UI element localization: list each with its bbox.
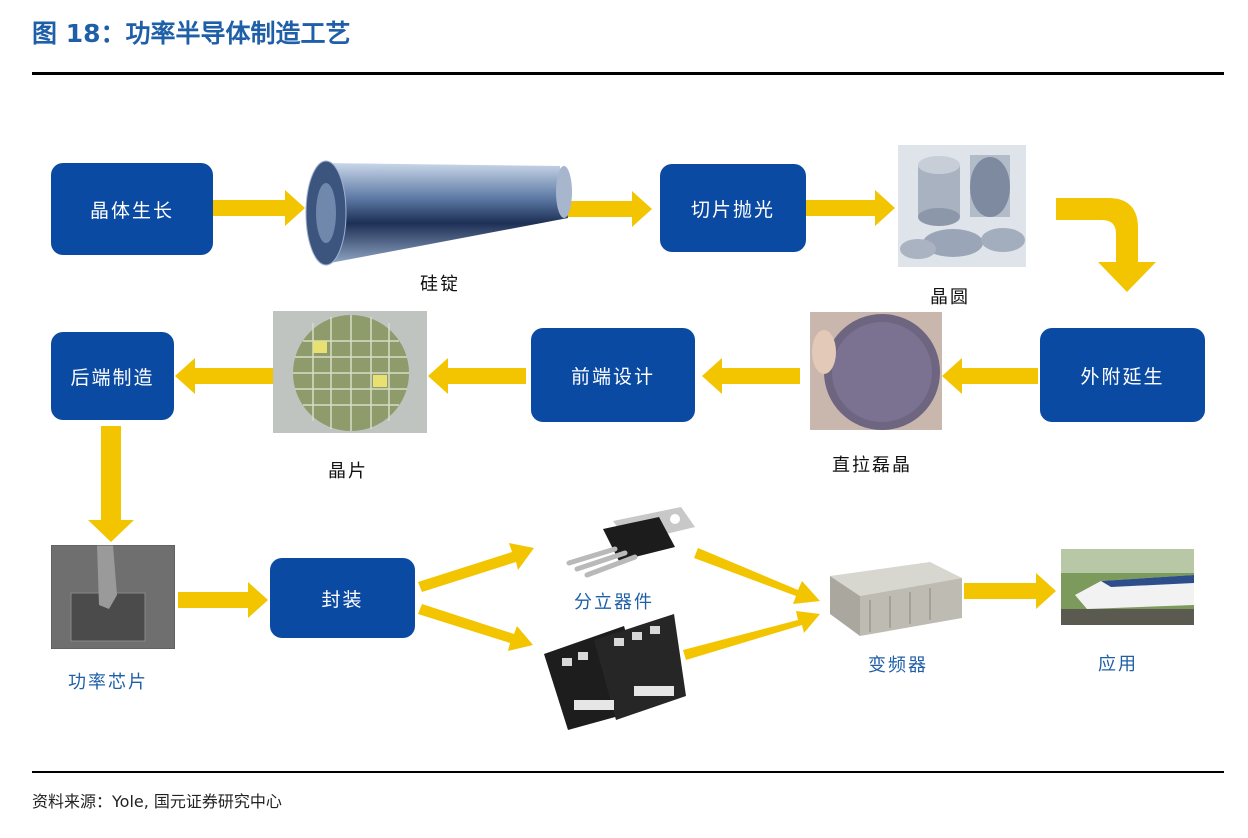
box-slicing-polishing: 切片抛光 — [660, 164, 806, 252]
arrow-frontend-to-die-wafer — [428, 358, 526, 394]
arrow-epi-wafer-to-frontend — [702, 358, 800, 394]
arrow-epitaxy-to-epi-wafer — [942, 358, 1038, 394]
arrow-wafer-to-epitaxy — [1056, 198, 1156, 292]
caption-application: 应用 — [1098, 654, 1138, 675]
bullet-train-image — [1061, 549, 1194, 625]
caption-inverter: 变频器 — [868, 655, 928, 676]
inverter-image — [830, 562, 962, 636]
power-module-image — [544, 614, 686, 730]
arrow-chip-to-packaging — [178, 582, 268, 618]
bottom-rule — [32, 771, 1224, 773]
epi-wafer-image — [810, 312, 942, 430]
source-note: 资料来源：Yole, 国元证券研究中心 — [32, 792, 282, 811]
power-chip-image — [51, 545, 175, 649]
arrow-packaging-to-module — [418, 604, 533, 651]
caption-power-chip: 功率芯片 — [68, 672, 148, 693]
caption-die-wafer: 晶片 — [328, 461, 368, 482]
arrow-discrete-to-inverter — [694, 548, 820, 604]
box-packaging: 封装 — [270, 558, 415, 638]
wafer-discs-image — [898, 145, 1026, 267]
caption-discrete: 分立器件 — [574, 592, 654, 613]
box-crystal-growth: 晶体生长 — [51, 163, 213, 255]
top-rule — [32, 72, 1224, 75]
arrow-backend-to-chip — [88, 426, 134, 542]
box-front-end: 前端设计 — [531, 328, 695, 422]
box-back-end: 后端制造 — [51, 332, 174, 420]
box-epitaxy: 外附延生 — [1040, 328, 1205, 422]
arrow-slicing-to-wafer — [806, 190, 895, 226]
discrete-device-image — [566, 507, 695, 578]
arrow-module-to-inverter — [683, 611, 820, 660]
arrow-die-wafer-to-backend — [175, 358, 273, 394]
caption-ingot: 硅锭 — [420, 274, 460, 295]
arrow-growth-to-ingot — [213, 190, 305, 226]
arrow-ingot-to-slicing — [567, 191, 652, 227]
caption-wafer: 晶圆 — [930, 287, 970, 308]
caption-epi-wafer: 直拉磊晶 — [832, 455, 912, 476]
patterned-wafer-image — [273, 311, 427, 433]
figure-title: 图 18：功率半导体制造工艺 — [32, 19, 351, 48]
arrow-packaging-to-discrete — [418, 543, 534, 592]
silicon-ingot-image — [305, 160, 572, 266]
arrow-inverter-to-application — [964, 573, 1056, 609]
